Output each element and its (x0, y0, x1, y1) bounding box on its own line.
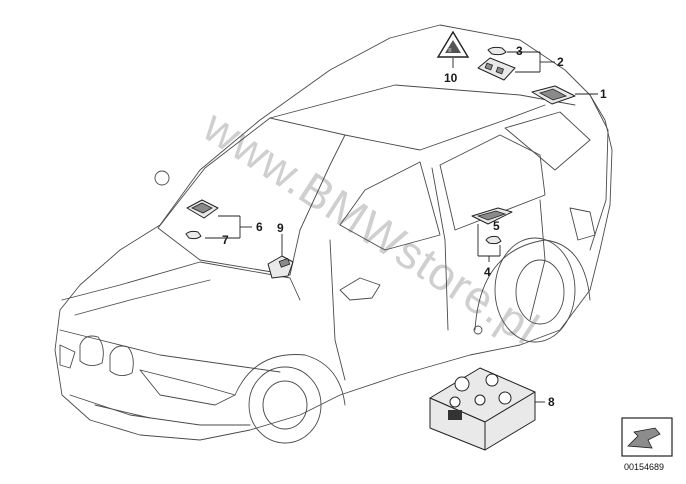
part-4-door-light: 5 4 (471, 207, 513, 279)
svg-text:≡: ≡ (448, 48, 452, 54)
part-8-bulb-box: 8 (429, 367, 555, 451)
part-6-front-light: 6 7 (185, 199, 263, 247)
doc-id: 00154689 (624, 462, 664, 472)
callout-2: 2 (557, 55, 564, 69)
callout-5: 5 (493, 219, 500, 233)
part-2-reading-light: 3 2 (477, 44, 564, 81)
vehicle-outline (54, 24, 613, 444)
callout-8: 8 (548, 395, 555, 409)
arrow-box-icon: 00154689 (621, 417, 673, 472)
part-9-switch: 9 (267, 221, 294, 279)
callout-7: 7 (222, 233, 229, 247)
callout-4: 4 (484, 265, 491, 279)
part-1-rear-light: 1 (531, 85, 607, 105)
callout-9: 9 (277, 221, 284, 235)
part-10-warning-triangle: ≡ 10 (436, 30, 470, 85)
callout-10: 10 (444, 71, 458, 85)
callout-6: 6 (256, 220, 263, 234)
callout-3: 3 (516, 44, 523, 58)
callout-1: 1 (600, 87, 607, 101)
